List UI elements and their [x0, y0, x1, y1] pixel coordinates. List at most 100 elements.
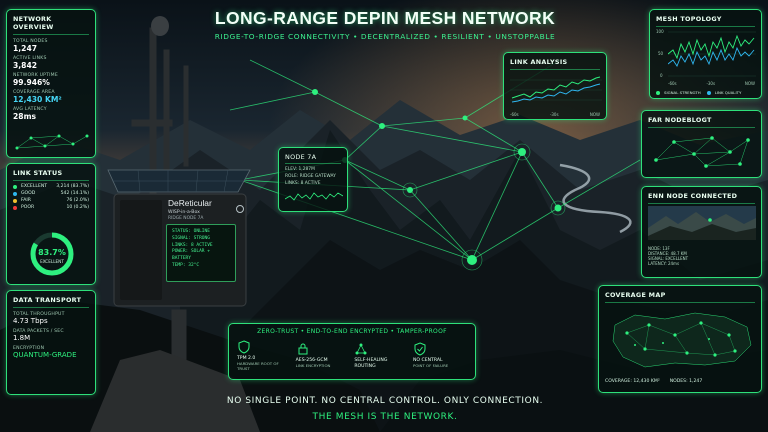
- status-color-dot: [13, 191, 17, 196]
- node-sparkline: [284, 192, 344, 201]
- device-signal: SIGNAL: STRONG: [172, 235, 210, 241]
- x-tick: -30s: [706, 81, 716, 86]
- page-title: LONG-RANGE DEPIN MESH NETWORK: [214, 8, 556, 28]
- link-status-label: POOR: [21, 205, 35, 210]
- link-status-row: POOR 10 (0.2%): [13, 205, 89, 210]
- routing-icon: [355, 343, 367, 355]
- device-temp: TEMP: 32°C: [172, 262, 200, 268]
- device-model: WISP-in-a-Box: [168, 210, 200, 215]
- feature-title: TPM 2.0: [237, 356, 256, 361]
- encryption-label: ENCRYPTION: [13, 346, 45, 351]
- mesh-topology-chart: [668, 31, 756, 77]
- gauge-value: 83.7%: [38, 248, 66, 257]
- x-tick: NOW: [589, 112, 600, 117]
- panel-title: NODE 7A: [285, 153, 317, 161]
- feature-tpm: TPM 2.0 HARDWARE ROOT OF TRUST: [237, 340, 291, 371]
- link-status-value: 542 (14.1%): [60, 191, 89, 196]
- footer-tagline-1: NO SINGLE POINT. NO CENTRAL CONTROL. ONL…: [226, 396, 544, 406]
- encryption-value: QUANTUM-GRADE: [13, 351, 77, 359]
- link-status-label-wrap: EXCELLENT: [13, 184, 47, 189]
- x-tick: NOW: [744, 81, 755, 86]
- packets-value: 1.8M: [13, 334, 31, 342]
- latency-label: AVG LATENCY: [13, 107, 47, 112]
- x-tick: -60s: [668, 81, 677, 86]
- panel-title: COVERAGE MAP: [605, 291, 666, 299]
- active-links-value: 3,842: [13, 61, 38, 70]
- lock-icon: [298, 343, 308, 355]
- device-status-screen: STATUS: ONLINE SIGNAL: STRONG LINKS: 8 A…: [166, 224, 236, 282]
- enn-node-signal: SIGNAL: EXCELLENT: [648, 256, 689, 261]
- x-tick: -60s: [510, 112, 519, 117]
- link-analysis-panel: LINK ANALYSIS -60s -30s NOW: [503, 52, 607, 120]
- panel-title: ENN NODE CONNECTED: [648, 192, 738, 200]
- feature-sub: LINK ENCRYPTION: [295, 363, 331, 369]
- enn-node-landscape-image: [648, 206, 756, 240]
- feature-sub: POINT OF FAILURE: [412, 363, 449, 369]
- y-tick: 0: [660, 73, 663, 78]
- legend-signal: SIGNAL STRENGTH: [664, 90, 701, 95]
- link-status-label-wrap: POOR: [13, 205, 34, 210]
- latency-value: 28ms: [13, 112, 37, 121]
- link-analysis-chart: [510, 76, 602, 103]
- packets-label: DATA PACKETS / SEC: [13, 329, 64, 334]
- throughput-label: TOTAL THROUGHPUT: [13, 312, 65, 317]
- total-nodes-label: TOTAL NODES: [13, 39, 48, 44]
- total-nodes-value: 1,247: [13, 44, 38, 53]
- feature-title: NO CENTRAL: [412, 358, 443, 364]
- throughput-value: 4.73 Tbps: [13, 317, 48, 325]
- active-links-label: ACTIVE LINKS: [13, 56, 47, 61]
- device-power: POWER: SOLAR + BATTERY: [172, 249, 210, 261]
- y-tick: 50: [658, 51, 664, 56]
- enn-node-distance: DISTANCE: 48.7 KM: [648, 251, 687, 256]
- status-color-dot: [13, 205, 17, 210]
- legend-swatch-signal: [656, 90, 660, 95]
- legend-swatch-quality: [706, 90, 711, 95]
- uptime-label: NETWORK UPTIME: [13, 73, 58, 78]
- data-transport-panel: DATA TRANSPORT TOTAL THROUGHPUT 4.73 Tbp…: [6, 290, 96, 395]
- network-overview-panel: NETWORK OVERVIEW TOTAL NODES 1,247 ACTIV…: [6, 9, 96, 158]
- link-quality-gauge: [30, 232, 74, 276]
- device-brand: DeReticular: [168, 198, 212, 208]
- enn-node-panel[interactable]: ENN NODE CONNECTED NODE: 13F DISTANCE: 4…: [641, 186, 762, 278]
- link-status-label: EXCELLENT: [21, 184, 48, 189]
- link-status-label-wrap: GOOD: [13, 191, 35, 196]
- node-role: ROLE: RIDGE GATEWAY: [285, 174, 336, 179]
- feature-no-central: NO CENTRAL POINT OF FAILURE: [413, 342, 467, 369]
- mini-mesh-graphic: [15, 134, 89, 150]
- panel-title: DATA TRANSPORT: [13, 296, 82, 304]
- footer-tagline-2: THE MESH IS THE NETWORK.: [312, 412, 458, 422]
- enn-node-id: NODE: 13F: [648, 246, 670, 251]
- mesh-topology-panel: MESH TOPOLOGY 100 50 0 -60s -30s NOW SIG…: [649, 9, 762, 99]
- coverage-map-panel[interactable]: COVERAGE MAP COVERAGE: 12,430 KM² NODES:…: [598, 285, 762, 393]
- status-color-dot: [13, 184, 17, 189]
- node-7a-card[interactable]: NODE 7A ELEV: 1,287M ROLE: RIDGE GATEWAY…: [278, 147, 348, 212]
- link-status-value: 10 (0.2%): [66, 205, 89, 210]
- feature-sub: HARDWARE ROOT OF TRUST: [237, 360, 279, 371]
- check-shield-icon: [414, 342, 426, 356]
- x-tick: -30s: [549, 112, 559, 117]
- coverage-total: COVERAGE: 12,430 KM²: [605, 379, 660, 384]
- feature-title: AES-256-GCM: [295, 358, 328, 364]
- device-power-button[interactable]: [236, 205, 244, 213]
- status-color-dot: [13, 198, 17, 203]
- y-tick: 100: [656, 29, 664, 34]
- security-banner: ZERO-TRUST • END-TO-END ENCRYPTED • TAMP…: [257, 328, 447, 335]
- far-node-mesh-graphic: [654, 136, 750, 168]
- gauge-label: EXCELLENT: [40, 259, 64, 264]
- legend-quality: LINK QUALITY: [714, 90, 742, 95]
- feature-aes: AES-256-GCM LINK ENCRYPTION: [296, 342, 350, 369]
- device-status: STATUS: ONLINE: [172, 229, 210, 234]
- shield-icon: [238, 340, 250, 354]
- feature-routing: SELF-HEALING ROUTING: [354, 342, 408, 369]
- link-status-value: 3,214 (83.7%): [56, 184, 89, 189]
- panel-title: FAR NODEBLOGT: [648, 116, 712, 124]
- panel-title: MESH TOPOLOGY: [656, 15, 722, 23]
- panel-title: NETWORK OVERVIEW: [13, 15, 54, 31]
- enn-node-latency: LATENCY: 24ms: [648, 261, 680, 266]
- far-node-panel[interactable]: FAR NODEBLOGT: [641, 110, 762, 178]
- panel-title: LINK ANALYSIS: [510, 58, 568, 66]
- link-status-label-wrap: FAIR: [13, 198, 31, 203]
- feature-title: SELF-HEALING ROUTING: [354, 358, 388, 369]
